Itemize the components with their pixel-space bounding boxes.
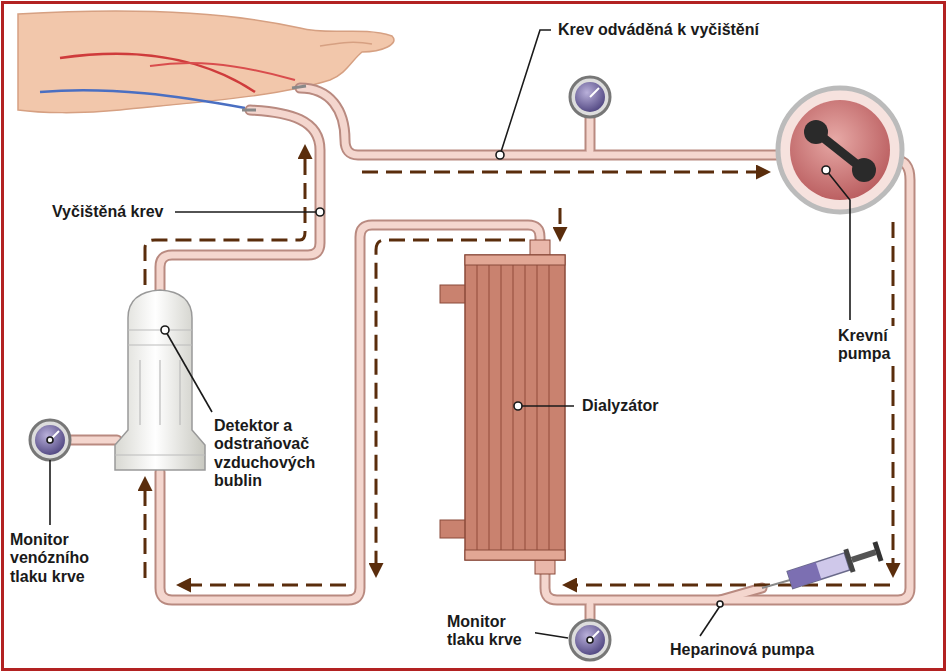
heparin-syringe: [762, 539, 884, 591]
leader-dots: [47, 151, 830, 643]
part-label: Heparinová pumpa: [668, 640, 816, 660]
part-label: Dialyzátor: [580, 396, 660, 416]
tubing: [70, 88, 910, 620]
part-label: Monitor tlaku krve: [445, 612, 535, 651]
flow-arrows: [145, 150, 893, 585]
part-label: Krev odváděná k vyčištění: [556, 20, 761, 40]
bubble-detector: [115, 290, 205, 470]
dialyzer: [440, 240, 565, 574]
leader-lines: [50, 30, 850, 638]
part-label: Detektor a odstraňovač vzduchových bubli…: [212, 416, 344, 492]
needles: [242, 86, 306, 110]
part-label: Vyčištěná krev: [50, 202, 165, 222]
part-label: Monitor venózního tlaku krve: [8, 530, 124, 587]
blood-pump: [778, 88, 902, 212]
frame: [3, 3, 945, 670]
arm: [18, 11, 394, 113]
part-label: Krevní pumpa: [836, 326, 902, 365]
